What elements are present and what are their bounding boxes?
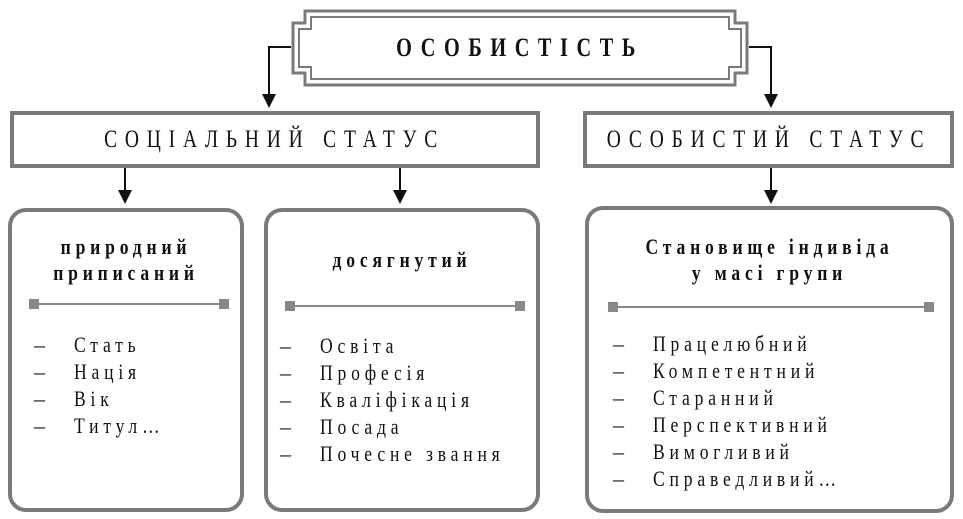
- list-item: –Старанний: [613, 385, 778, 410]
- arrow-title-to-personal: [749, 46, 772, 100]
- title-banner: [291, 9, 749, 87]
- list-item: –Перспективний: [613, 412, 832, 437]
- social-status-label: СОЦІАЛЬНИЙ СТАТУС: [104, 125, 446, 153]
- panel-natural-status: природний приписаний –Стать –Нація –Вік …: [8, 208, 244, 512]
- list-item: –Кваліфікація: [280, 387, 474, 412]
- arrow-title-to-social: [268, 46, 291, 100]
- separator: [285, 301, 525, 311]
- list-item: –Вимогливий: [613, 439, 794, 464]
- panel-title-line2: у масі групи: [691, 260, 848, 285]
- list-item: –Почесне звання: [280, 441, 505, 466]
- list-item: –Стать: [34, 332, 141, 357]
- list-item: –Освіта: [280, 333, 399, 358]
- list-item: –Професія: [280, 360, 430, 385]
- panel-title-line2: приписаний: [53, 260, 199, 285]
- panel-title-line1: досягнутий: [332, 247, 472, 272]
- personal-status-label: ОСОБИСТИЙ СТАТУС: [606, 125, 931, 153]
- social-status-header: СОЦІАЛЬНИЙ СТАТУС: [10, 111, 540, 168]
- list-item: –Справедливий…: [613, 466, 841, 491]
- page-title: ОСОБИСТІСТЬ: [396, 33, 644, 62]
- list-item: –Працелюбний: [613, 331, 812, 356]
- separator: [29, 299, 229, 309]
- natural-status-list: –Стать –Нація –Вік –Титул…: [34, 331, 187, 439]
- list-item: –Нація: [34, 359, 141, 384]
- panel-achieved-status: досягнутий –Освіта –Професія –Кваліфікац…: [264, 208, 540, 512]
- banner-frame: [291, 9, 749, 87]
- list-item: –Компетентний: [613, 358, 820, 383]
- panel-group-position: Становище індивіда у масі групи –Працелю…: [585, 206, 954, 513]
- personal-traits-list: –Працелюбний –Компетентний –Старанний –П…: [613, 330, 888, 492]
- list-item: –Посада: [280, 414, 404, 439]
- list-item: –Титул…: [34, 413, 165, 438]
- panel-title-line1: Становище індивіда: [645, 234, 894, 259]
- separator: [608, 302, 934, 312]
- panel-title-line1: природний: [60, 234, 192, 259]
- achieved-status-list: –Освіта –Професія –Кваліфікація –Посада …: [280, 332, 551, 467]
- personal-status-header: ОСОБИСТИЙ СТАТУС: [583, 111, 954, 168]
- list-item: –Вік: [34, 386, 114, 411]
